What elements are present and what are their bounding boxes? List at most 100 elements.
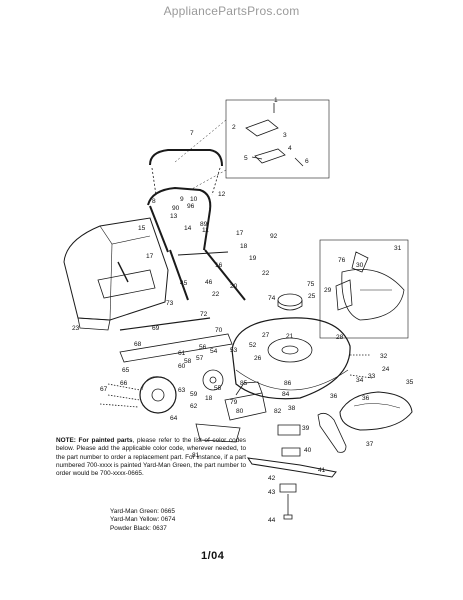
rear-wheel bbox=[139, 376, 177, 414]
callout: 44 bbox=[268, 517, 276, 524]
callout: 9 bbox=[180, 196, 184, 203]
callout: 76 bbox=[338, 257, 346, 264]
callout: 66 bbox=[120, 380, 128, 387]
color-code-list: Yard-Man Green: 0665 Yard-Man Yellow: 06… bbox=[110, 508, 175, 533]
callout: 12 bbox=[218, 191, 226, 198]
callout: 84 bbox=[282, 391, 290, 398]
callout: 22 bbox=[212, 291, 220, 298]
callout: 40 bbox=[304, 447, 312, 454]
callout: 24 bbox=[382, 366, 390, 373]
mulch-plug bbox=[339, 391, 413, 431]
callout: 1 bbox=[274, 97, 278, 104]
note-bold: painted parts bbox=[91, 437, 133, 444]
callout: 35 bbox=[406, 379, 414, 386]
callout: 86 bbox=[284, 380, 292, 387]
callout: 56 bbox=[199, 344, 207, 351]
callout: 34 bbox=[356, 377, 364, 384]
callout: 79 bbox=[230, 399, 238, 406]
callout: 58 bbox=[184, 358, 192, 365]
callout: 80 bbox=[236, 408, 244, 415]
callout: 36 bbox=[362, 395, 370, 402]
callout: 31 bbox=[394, 245, 402, 252]
callout: 15 bbox=[138, 225, 146, 232]
callout: 17 bbox=[236, 230, 244, 237]
callout: 81 bbox=[192, 452, 200, 459]
callout: 57 bbox=[196, 355, 204, 362]
callout: 33 bbox=[368, 373, 376, 380]
callout: 70 bbox=[215, 327, 223, 334]
callout: 67 bbox=[100, 386, 108, 393]
note-text: , please refer to the list of color code… bbox=[56, 437, 246, 478]
callout: 90 bbox=[172, 205, 180, 212]
callout: 26 bbox=[254, 355, 262, 362]
callout: 8 bbox=[152, 198, 156, 205]
callout: 16 bbox=[215, 262, 223, 269]
callout: 59 bbox=[190, 391, 198, 398]
color-code-item: Yard-Man Yellow: 0674 bbox=[110, 516, 176, 524]
callout: 18 bbox=[240, 243, 248, 250]
callout: 29 bbox=[324, 287, 332, 294]
callout: 63 bbox=[178, 387, 186, 394]
callout: 36 bbox=[330, 393, 338, 400]
mower-deck bbox=[231, 317, 351, 400]
callout: 6 bbox=[305, 158, 309, 165]
callout: 32 bbox=[380, 353, 388, 360]
callout: 55 bbox=[214, 385, 222, 392]
callout: 64 bbox=[170, 415, 178, 422]
callout: 37 bbox=[366, 441, 374, 448]
callout: 73 bbox=[166, 300, 174, 307]
callout: 10 bbox=[190, 196, 198, 203]
part-callouts: 1 2 3 4 5 6 7 8 90 9 96 10 12 11 14 15 8… bbox=[72, 97, 414, 524]
callout: 85 bbox=[240, 380, 248, 387]
callout: 89 bbox=[200, 221, 208, 228]
site-watermark: AppliancePartsPros.com bbox=[163, 4, 300, 18]
callout: 45 bbox=[180, 280, 188, 287]
inset-box-discharge-parts bbox=[319, 239, 409, 339]
callout: 69 bbox=[152, 325, 160, 332]
callout: 38 bbox=[288, 405, 296, 412]
callout: 75 bbox=[307, 281, 315, 288]
color-code-item: Powder Black: 0637 bbox=[110, 524, 167, 532]
grass-catcher-bag bbox=[63, 217, 169, 321]
callout: 53 bbox=[230, 347, 238, 354]
callout: 72 bbox=[200, 311, 208, 318]
callout: 43 bbox=[268, 489, 276, 496]
callout: 7 bbox=[190, 130, 194, 137]
note-lead: NOTE: For bbox=[56, 437, 89, 444]
callout: 14 bbox=[184, 225, 192, 232]
callout: 54 bbox=[210, 348, 218, 355]
callout: 21 bbox=[286, 333, 294, 340]
callout: 23 bbox=[72, 325, 80, 332]
callout: 82 bbox=[274, 408, 282, 415]
callout: 74 bbox=[268, 295, 276, 302]
callout: 4 bbox=[288, 145, 292, 152]
callout: 39 bbox=[302, 425, 310, 432]
callout: 20 bbox=[230, 283, 238, 290]
callout: 13 bbox=[170, 213, 178, 220]
callout: 65 bbox=[122, 367, 130, 374]
painted-parts-note: NOTE: For painted parts, please refer to… bbox=[56, 437, 246, 478]
callout: 27 bbox=[262, 332, 270, 339]
callout: 52 bbox=[249, 342, 257, 349]
inset-box-control-parts bbox=[225, 99, 330, 179]
callout: 61 bbox=[178, 350, 186, 357]
color-code-item: Yard-Man Green: 0665 bbox=[110, 508, 175, 515]
callout: 3 bbox=[283, 132, 287, 139]
callout: 22 bbox=[262, 270, 270, 277]
callout: 42 bbox=[268, 475, 276, 482]
callout: 92 bbox=[270, 233, 278, 240]
callout: 60 bbox=[178, 363, 186, 370]
callout: 2 bbox=[232, 124, 236, 131]
callout: 62 bbox=[190, 403, 198, 410]
callout: 18 bbox=[205, 395, 213, 402]
callout: 19 bbox=[249, 255, 257, 262]
callout: 28 bbox=[336, 334, 344, 341]
callout: 46 bbox=[205, 279, 213, 286]
page-number: 1/04 bbox=[201, 550, 225, 562]
callout: 25 bbox=[308, 293, 316, 300]
callout: 68 bbox=[134, 341, 142, 348]
mower-blade bbox=[246, 457, 337, 478]
callout: 41 bbox=[318, 467, 326, 474]
callout: 96 bbox=[187, 203, 195, 210]
